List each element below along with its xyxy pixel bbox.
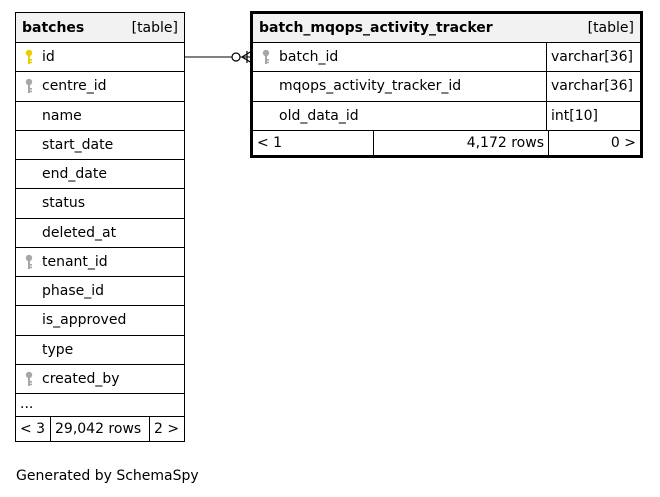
column-name: batch_id (279, 49, 339, 66)
column-row[interactable]: mqops_activity_tracker_id varchar[36] (253, 72, 640, 102)
column-row[interactable]: type (16, 336, 184, 365)
table-footer: < 1 4,172 rows 0 > (253, 130, 640, 155)
table-header[interactable]: batches [table] (16, 13, 184, 43)
primary-key-icon (16, 49, 42, 65)
column-name: mqops_activity_tracker_id (279, 78, 462, 95)
column-name: name (42, 107, 82, 124)
column-row[interactable]: centre_id (16, 72, 184, 102)
row-count: 4,172 rows (374, 130, 549, 155)
column-name: centre_id (42, 78, 107, 95)
column-name: id (42, 49, 55, 66)
column-name: is_approved (42, 312, 127, 329)
foreign-key-icon (16, 254, 42, 270)
column-type: varchar[36] (546, 43, 640, 72)
column-name: type (42, 341, 74, 358)
column-row[interactable]: old_data_id int[10] (253, 101, 640, 131)
credits-text: Generated by SchemaSpy (16, 468, 199, 484)
row-count: 29,042 rows (51, 417, 150, 441)
column-type: int[10] (546, 101, 640, 130)
column-row[interactable]: tenant_id (16, 248, 184, 277)
column-row[interactable]: start_date (16, 131, 184, 160)
column-type: varchar[36] (546, 72, 640, 101)
table-footer: < 3 29,042 rows 2 > (16, 417, 184, 441)
column-row[interactable]: name (16, 102, 184, 131)
foreign-key-icon (16, 371, 42, 387)
column-name: created_by (42, 370, 120, 387)
column-name: end_date (42, 166, 107, 183)
column-name: deleted_at (42, 224, 117, 241)
table-name[interactable]: batches (22, 19, 85, 36)
column-row[interactable]: deleted_at (16, 219, 184, 248)
column-row[interactable]: is_approved (16, 306, 184, 336)
table-type: [table] (587, 20, 634, 36)
foreign-key-icon (16, 78, 42, 94)
table-name[interactable]: batch_mqops_activity_tracker (259, 20, 493, 36)
column-name: phase_id (42, 283, 105, 300)
column-row[interactable]: id (16, 43, 184, 73)
column-name: old_data_id (279, 107, 359, 124)
foreign-key-icon (253, 49, 279, 65)
column-row[interactable]: batch_id varchar[36] (253, 43, 640, 73)
column-name: tenant_id (42, 253, 108, 270)
parent-count[interactable]: < 1 (253, 130, 374, 155)
column-row[interactable]: phase_id (16, 277, 184, 307)
parent-count[interactable]: < 3 (16, 417, 51, 441)
table-batch-mqops-activity-tracker[interactable]: batch_mqops_activity_tracker [table] bat… (250, 11, 643, 158)
more-columns: ... (16, 394, 184, 417)
table-type: [table] (131, 19, 178, 36)
column-name: status (42, 195, 86, 212)
column-name: start_date (42, 136, 114, 153)
table-header[interactable]: batch_mqops_activity_tracker [table] (253, 14, 640, 43)
column-row[interactable]: status (16, 189, 184, 219)
column-row[interactable]: created_by (16, 365, 184, 394)
child-count[interactable]: 0 > (610, 134, 636, 151)
column-row[interactable]: end_date (16, 160, 184, 190)
child-count[interactable]: 2 > (154, 421, 180, 437)
